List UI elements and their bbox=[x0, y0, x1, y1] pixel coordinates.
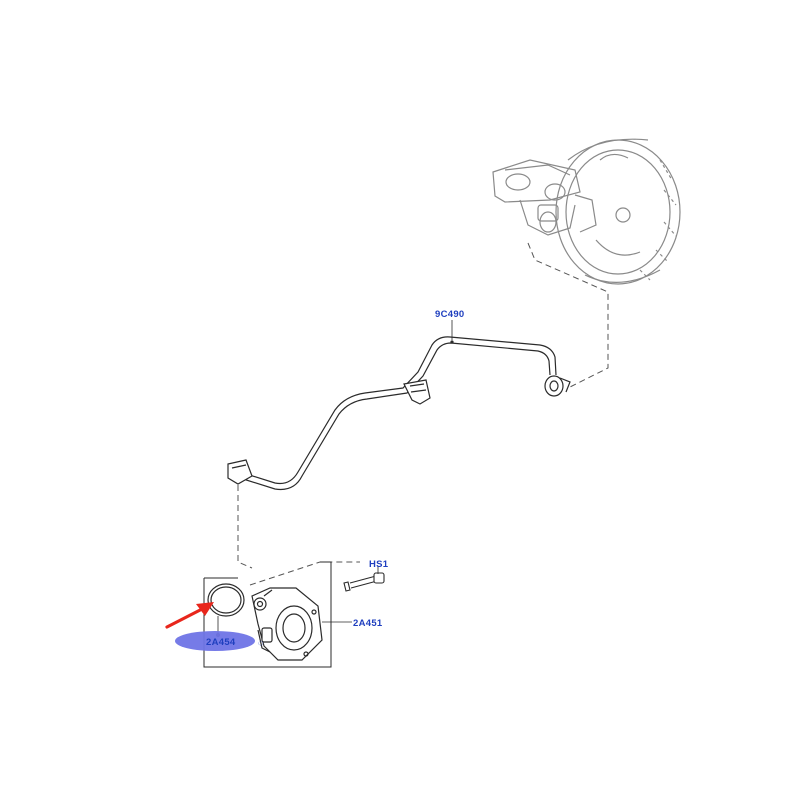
booster-leader-line bbox=[527, 242, 609, 389]
bolt-part-label: HS1 bbox=[369, 559, 389, 570]
highlight-ellipse bbox=[175, 631, 255, 651]
vacuum-hose-icon bbox=[227, 320, 571, 491]
red-arrow-icon bbox=[165, 602, 214, 629]
hose-label-marker bbox=[450, 340, 454, 344]
o-ring-icon bbox=[207, 583, 245, 638]
bolt-icon bbox=[343, 566, 385, 592]
vacuum-pump-icon bbox=[251, 587, 352, 661]
pump-part-label: 2A451 bbox=[353, 618, 383, 629]
hose-part-label: 9C490 bbox=[435, 309, 465, 320]
seal-part-label: 2A454 bbox=[206, 637, 236, 648]
pump-fitting-label: ◌ bbox=[258, 638, 264, 649]
pump-leader-line bbox=[237, 485, 360, 586]
brake-booster-icon bbox=[492, 138, 681, 285]
